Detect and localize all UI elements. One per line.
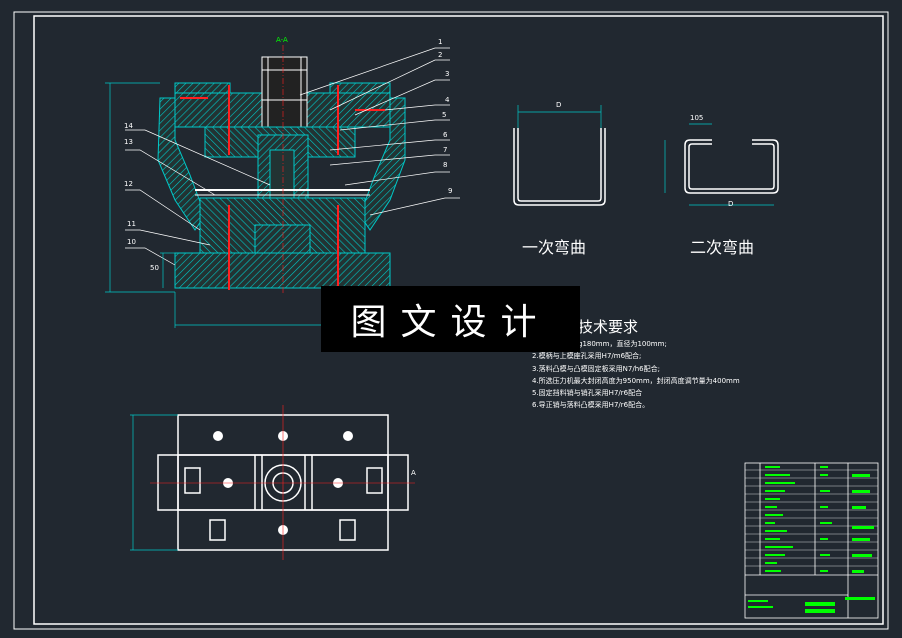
part-number-13: 13 [124, 138, 133, 146]
requirement-item: 2.模柄与上模座孔采用H7/m6配合; [532, 352, 642, 361]
view-marker-a: A [411, 469, 416, 477]
dim-50: 50 [150, 264, 159, 272]
dim-d-second: D [728, 200, 734, 208]
second-bend-profile [684, 139, 779, 194]
part-number-1: 1 [438, 38, 443, 46]
part-number-8: 8 [443, 161, 448, 169]
requirement-item: 5.固定挡料销与销孔采用H7/r6配合 [532, 389, 643, 398]
first-bend-label: 一次弯曲 [522, 238, 587, 257]
first-bend-profile [513, 128, 606, 206]
inner-frame [33, 15, 884, 625]
title-block-entries [748, 466, 875, 613]
outer-frame [13, 11, 889, 630]
part-number-4: 4 [445, 96, 450, 104]
part-number-14: 14 [124, 122, 133, 130]
part-number-5: 5 [442, 111, 447, 119]
second-bend-label: 二次弯曲 [690, 238, 755, 257]
part-number-7: 7 [443, 146, 448, 154]
requirement-item: 3.落料凸模与凸模固定板采用N7/h6配合; [532, 364, 660, 373]
watermark-banner: 图文设计 [321, 286, 580, 352]
requirements-list: g180mm，直径为100mm; 2.模柄与上模座孔采用H7/m6配合; 3.落… [532, 338, 740, 412]
part-number-2: 2 [438, 51, 443, 59]
requirement-item: 6.导正销与落料凸模采用H7/r6配合。 [532, 401, 650, 410]
part-number-9: 9 [448, 187, 453, 195]
part-number-12: 12 [124, 180, 133, 188]
requirement-item: g180mm，直径为100mm; [578, 340, 667, 348]
part-number-10: 10 [127, 238, 136, 246]
section-view [105, 45, 460, 328]
dim-105: 105 [690, 114, 704, 122]
part-number-6: 6 [443, 131, 448, 139]
part-number-11: 11 [127, 220, 136, 228]
requirements-title: 技术要求 [578, 318, 639, 336]
dim-d-first: D [556, 101, 562, 109]
part-number-3: 3 [445, 70, 450, 78]
title-block [744, 462, 879, 619]
requirement-item: 4.所选压力机最大封闭高度为950mm，封闭高度调节量为400mm [532, 376, 740, 385]
section-label: A-A [276, 36, 288, 44]
title-block-rows [745, 469, 878, 567]
